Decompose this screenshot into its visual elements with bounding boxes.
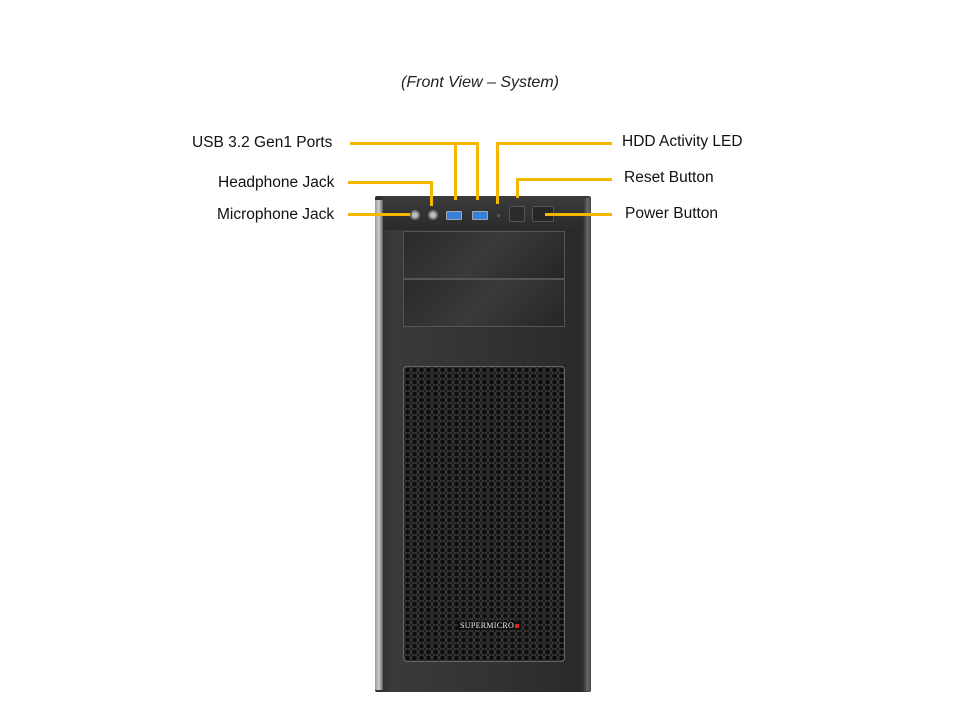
front-mesh-grill: [403, 366, 565, 662]
usb-port-1: [446, 211, 462, 220]
leader-line-hdd: [496, 142, 612, 145]
label-hdd-activity-led: HDD Activity LED: [622, 133, 743, 150]
label-microphone-jack: Microphone Jack: [217, 206, 335, 223]
label-headphone-jack: Headphone Jack: [218, 174, 335, 191]
leader-line-usb-1: [454, 142, 457, 200]
usb-port-2: [472, 211, 488, 220]
leader-line-microphone: [348, 213, 410, 216]
leader-line-power: [545, 213, 612, 216]
label-power-button: Power Button: [625, 205, 719, 222]
leader-line-headphone: [348, 181, 433, 184]
diagram-title: (Front View – System): [401, 74, 559, 91]
brand-logo: SUPERMICRO: [458, 621, 522, 630]
headphone-jack: [428, 210, 438, 220]
leader-line-usb: [350, 142, 478, 145]
hdd-activity-led: [497, 214, 500, 217]
brand-logo-text: SUPERMICRO: [460, 621, 515, 630]
leader-line-reset: [516, 178, 612, 181]
reset-button: [509, 206, 525, 222]
leader-line-headphone-v: [430, 181, 433, 206]
drive-bay-2: [403, 279, 565, 327]
chassis-right-trim: [584, 198, 591, 691]
drive-bay-1: [403, 231, 565, 279]
microphone-jack: [410, 210, 420, 220]
label-usb-ports: USB 3.2 Gen1 Ports: [192, 134, 333, 151]
leader-line-reset-v: [516, 178, 519, 198]
label-reset-button: Reset Button: [624, 169, 714, 186]
leader-line-usb-2: [476, 142, 479, 200]
logo-dot-icon: [515, 624, 520, 628]
chassis-left-trim: [375, 200, 383, 690]
leader-line-hdd-v: [496, 142, 499, 204]
